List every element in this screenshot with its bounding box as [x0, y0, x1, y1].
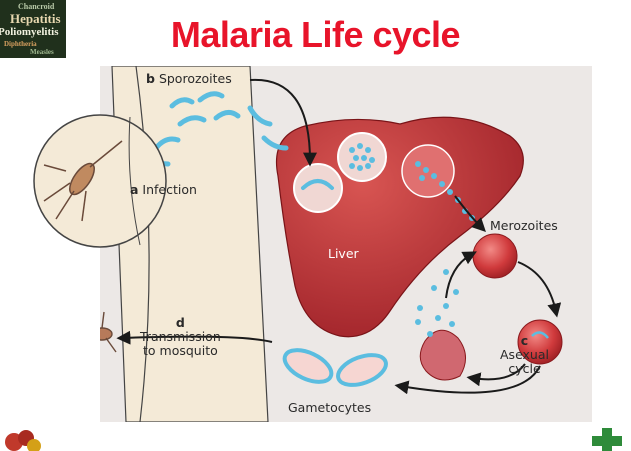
logo-word: Chancroid [18, 2, 55, 11]
disease-word-cloud-logo: Chancroid Hepatitis Poliomyelitis Diphth… [0, 0, 66, 58]
gametocyte-1 [282, 348, 334, 384]
cycle-arrow-2 [466, 363, 526, 387]
mosquito-feeding [85, 311, 117, 357]
merozoite-release-arrow [454, 195, 486, 232]
rupturing-schizont-cell [419, 329, 466, 381]
logo-word: Hepatitis [10, 11, 61, 26]
sporozoite-in-hepatocyte [301, 179, 334, 190]
transmission-arrow [116, 330, 273, 345]
liver-label: Liver [328, 246, 359, 261]
logo-word: Poliomyelitis [0, 26, 59, 38]
infection-text: Infection [142, 182, 197, 197]
cycle-arrow-1 [517, 261, 562, 318]
logo-word: Diphtheria [4, 40, 37, 48]
stage-letter-a: a [130, 182, 139, 197]
ring-stage [531, 331, 549, 339]
red-blob-decoration-icon [5, 430, 41, 451]
merozoites-label: Merozoites [490, 218, 558, 233]
mosquito-icon [43, 140, 123, 222]
released-rbc-merozoites [415, 269, 459, 337]
transmission-line-2: to mosquito [143, 343, 218, 358]
asexual-cycle-line-1: Asexual [500, 347, 549, 362]
gametocytes-label: Gametocytes [288, 400, 372, 415]
hepatocyte [293, 163, 343, 213]
malaria-lifecycle-figure: b Sporozoites a Infection Liver Merozoit… [33, 65, 592, 423]
leg-contour [135, 65, 150, 423]
asexual-cycle-line-2: cycle [508, 361, 541, 376]
merozoite-cluster [349, 143, 375, 171]
to-gametocytes-arrow [394, 365, 541, 395]
slide-title: Malaria Life cycle [170, 14, 461, 55]
lifecycle-diagram [75, 65, 563, 423]
transmission-label: d Transmission to mosquito [140, 316, 221, 358]
red-blood-cell-right [517, 319, 563, 365]
asexual-cycle-label: c Asexual cycle [500, 334, 549, 376]
green-cross-decoration-icon [592, 428, 622, 451]
logo-word: Measles [30, 48, 54, 56]
stage-letter-d: d [175, 315, 185, 330]
stage-letter-b: b [146, 71, 155, 86]
infection-label: a Infection [130, 182, 197, 197]
liver [275, 116, 524, 338]
cycle-arrow-3 [445, 251, 477, 299]
transmission-line-1: Transmission [140, 329, 221, 344]
red-blood-cell-top [472, 233, 518, 279]
sporozoites-label: b Sporozoites [146, 71, 232, 86]
stage-letter-c: c [520, 333, 529, 348]
sporozoites-text: Sporozoites [158, 71, 232, 86]
magnified-infection-circle [33, 114, 167, 248]
sporozoite-to-liver-arrow [249, 78, 317, 167]
gametocyte-2 [336, 353, 388, 387]
